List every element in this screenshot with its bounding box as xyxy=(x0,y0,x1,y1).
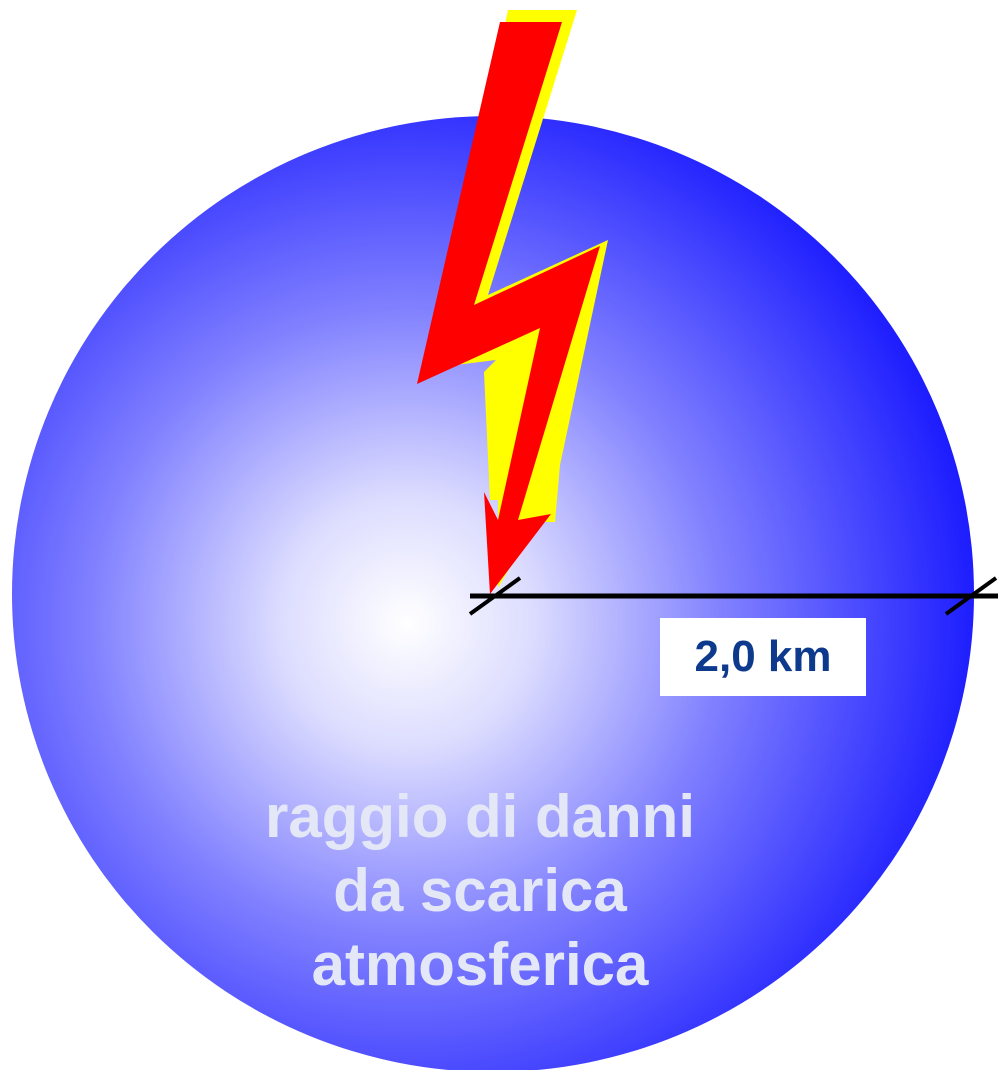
caption-line-2: da scarica xyxy=(333,857,627,924)
radius-line xyxy=(468,576,998,616)
lightning-bolt-icon xyxy=(417,10,608,594)
radius-label-box: 2,0 km xyxy=(660,618,866,696)
diagram-caption: raggio di danni da scarica atmosferica xyxy=(150,780,810,1002)
radius-label: 2,0 km xyxy=(694,632,832,681)
caption-line-1: raggio di danni xyxy=(265,783,695,850)
damage-sphere xyxy=(12,116,974,1070)
caption-line-3: atmosferica xyxy=(311,931,649,998)
edge-tick xyxy=(944,576,998,616)
center-tick xyxy=(468,576,522,616)
